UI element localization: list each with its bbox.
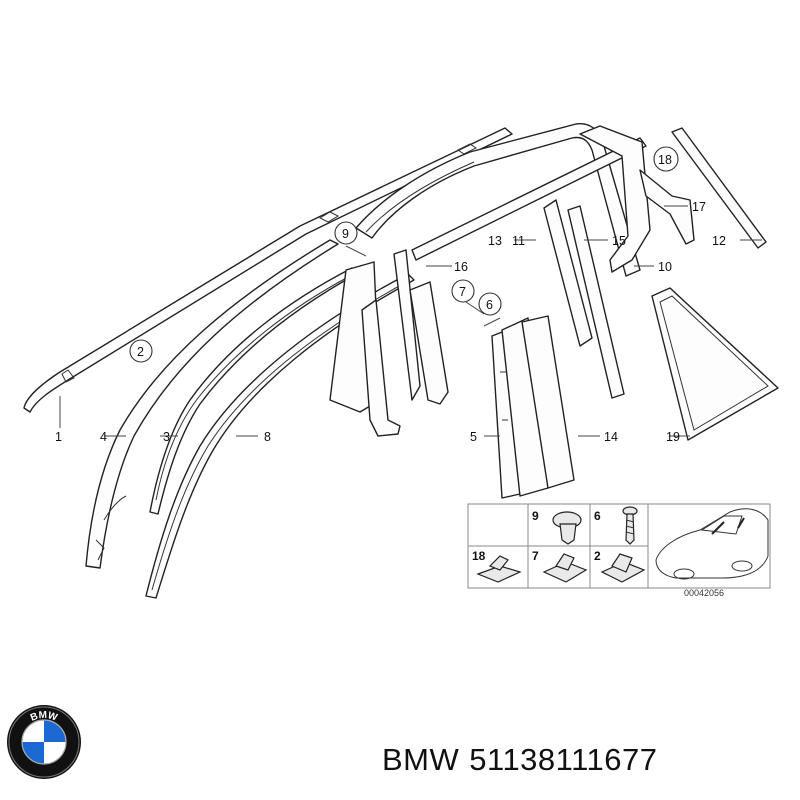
callout-10: 10 [658, 260, 672, 274]
clip-18-icon [476, 555, 522, 583]
screw-6-icon [622, 506, 638, 545]
part-b-pillar-inner [329, 249, 449, 437]
part-4-a-pillar-trim [85, 239, 339, 569]
callout-labels: 1 4 3 8 5 14 19 13 11 15 12 17 16 10 2 9… [55, 146, 726, 444]
callout-16: 16 [454, 260, 468, 274]
part-17-bracket [639, 169, 695, 245]
callout-12: 12 [712, 234, 726, 248]
clip-9-icon [552, 511, 582, 545]
part-15-strip [567, 205, 625, 399]
callout-5: 5 [470, 430, 477, 444]
car-silhouette-icon [655, 508, 769, 580]
inset-label-7: 7 [532, 549, 539, 563]
inset-label-9: 9 [532, 509, 539, 523]
callout-11: 11 [512, 234, 525, 248]
part-19-quarter-glass [651, 287, 779, 441]
svg-text:BMW: BMW [29, 710, 59, 724]
callout-17: 17 [692, 200, 706, 214]
inset-label-2: 2 [594, 549, 601, 563]
callout-2: 2 [137, 345, 144, 359]
inset-label-6: 6 [594, 509, 601, 523]
inset-label-18: 18 [472, 549, 486, 563]
fastener-inset: 9 6 18 7 2 [467, 503, 771, 598]
callout-6: 6 [486, 298, 493, 312]
callout-13: 13 [488, 234, 502, 248]
callout-15: 15 [612, 234, 626, 248]
product-title: BMW 51138111677 [382, 742, 668, 778]
part-13-upper-channel [355, 123, 647, 277]
callout-18: 18 [658, 153, 672, 167]
callout-4: 4 [100, 430, 107, 444]
callout-8: 8 [264, 430, 271, 444]
clip-7-icon [542, 553, 588, 583]
callout-3: 3 [163, 430, 170, 444]
bmw-roundel-icon: BMW [7, 705, 81, 779]
callout-9: 9 [342, 227, 349, 241]
part-12-rear-strip [671, 127, 767, 249]
part-11-pillar-cover [543, 199, 593, 347]
part-5-6-14-pillar-trims [491, 315, 575, 499]
brand-name: BMW [382, 742, 460, 777]
clip-2-icon [600, 553, 646, 583]
callout-1: 1 [55, 430, 62, 444]
callout-14: 14 [604, 430, 618, 444]
callout-7: 7 [459, 285, 466, 299]
part-number: 51138111677 [469, 742, 658, 777]
leader-lines [59, 205, 762, 437]
reference-code: 00042056 [684, 588, 724, 598]
callout-19: 19 [666, 430, 680, 444]
part-10-rear-corner [579, 125, 651, 273]
